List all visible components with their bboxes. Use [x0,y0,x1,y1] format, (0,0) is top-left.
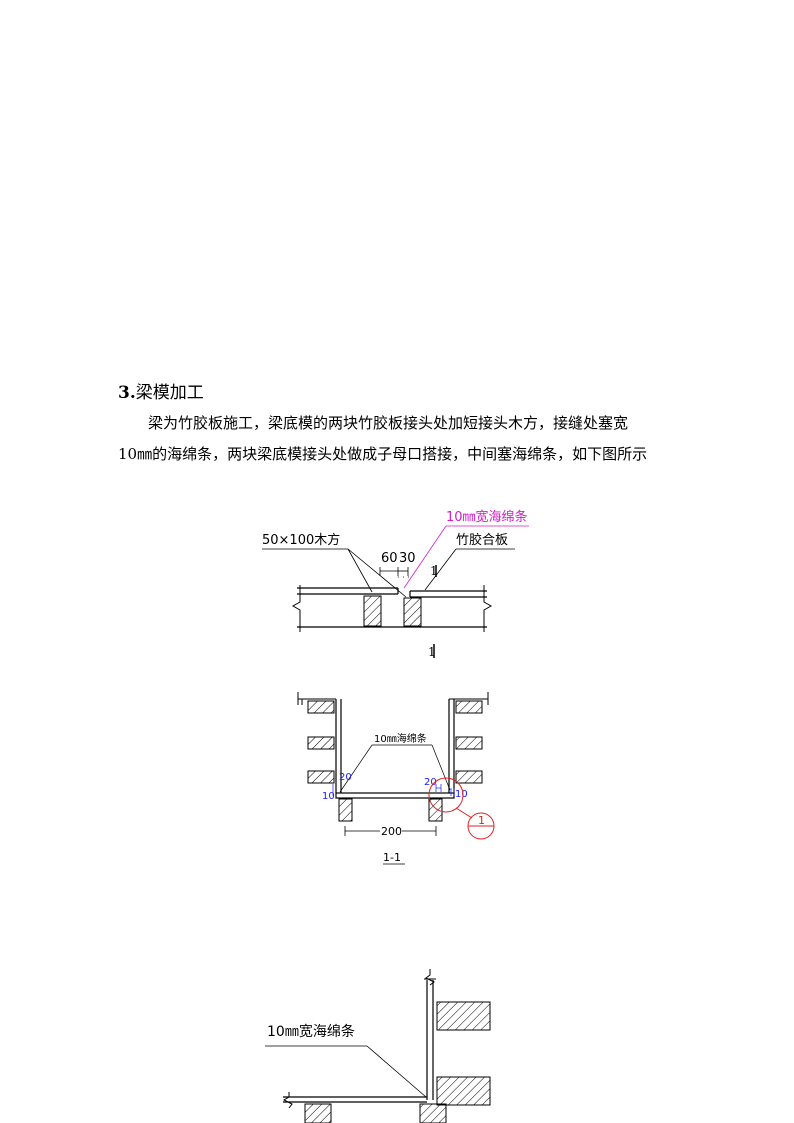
side-timber-left-1 [307,700,335,714]
figure-1-joint-elevation: 60 30 · · · 50×100木方 10㎜宽海绵条 竹胶合板 1 1 [262,509,529,659]
detail-ref: 1 [478,814,485,827]
dim-30: 30 [399,551,416,566]
detail-bottom-timber-1 [304,1103,332,1123]
dim-10-left: 10 [322,791,335,802]
section-number: 3 [118,383,130,403]
side-timber-left-3 [307,770,335,784]
side-timber-left-2 [307,736,335,750]
figure-3-detail: 10㎜宽海绵条 [265,969,491,1123]
caption-1-1: 1-1 [383,851,401,864]
side-timber-right-1 [455,700,483,714]
dim-60: 60 [381,551,398,566]
dim-20-right: 20 [424,777,437,788]
detail-side-timber-2 [436,1076,491,1106]
paragraph-line-2: 10㎜的海绵条，两块梁底模接头处做成子母口搭接，中间塞海绵条，如下图所示 [118,445,648,463]
dim-20-left: 20 [339,772,352,783]
bottom-board [335,792,455,799]
sponge-label-1: 10㎜宽海绵条 [446,509,528,525]
dim-dots: · · · [397,573,410,582]
section-heading: 3.梁模加工 [118,383,204,403]
sponge-label-2: 10㎜海绵条 [374,732,427,745]
side-timber-right-2 [455,736,483,750]
section-title: 梁模加工 [135,383,204,403]
side-timber-right-3 [455,770,483,784]
sponge-label-3: 10㎜宽海绵条 [267,1023,355,1040]
section-mark-top: 1 [430,564,438,578]
detail-bottom-timber-2 [419,1103,447,1123]
bottom-timber-left [338,798,353,822]
timber-label: 50×100木方 [262,532,340,548]
detail-circle [428,777,464,813]
board-label: 竹胶合板 [456,532,508,548]
figure-2-section-1-1: 10㎜海绵条 20 10 20 10 200 1 1-1 [297,692,495,865]
timber-block-left [363,595,382,627]
timber-block-right [403,597,422,627]
detail-side-timber-1 [436,1001,491,1031]
dim-10-right: 10 [455,789,468,800]
section-mark-bottom: 1 [428,645,436,659]
dim-200: 200 [381,825,402,838]
paragraph-line-1: 梁为竹胶板施工，梁底模的两块竹胶板接头处加短接头木方，接缝处塞宽 [148,414,629,432]
